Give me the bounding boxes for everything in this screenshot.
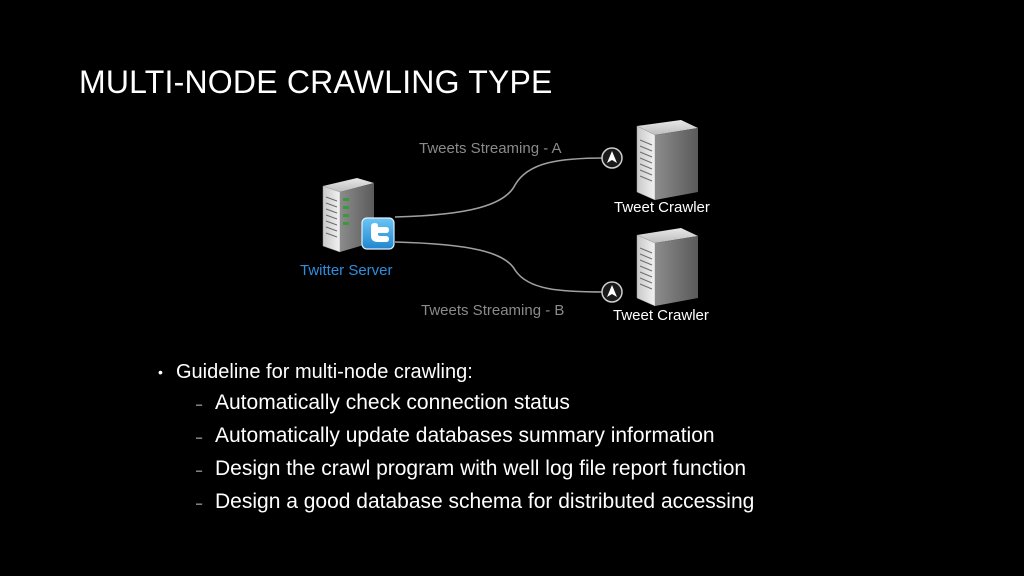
stream-a-label: Tweets Streaming - A: [419, 140, 562, 157]
sub-bullet-text: Design a good database schema for distri…: [215, 490, 755, 513]
sub-bullet: – Automatically update databases summary…: [158, 421, 978, 454]
tweet-crawler-a-icon: [636, 120, 698, 201]
sub-bullet-text: Automatically check connection status: [215, 391, 570, 414]
stream-line-a: [394, 157, 606, 218]
twitter-bird-icon: [361, 217, 395, 250]
dash-icon: –: [196, 498, 203, 510]
slide-title: MULTI-NODE CRAWLING TYPE: [79, 64, 553, 100]
twitter-server-label: Twitter Server: [300, 262, 393, 279]
main-bullet-text: Guideline for multi-node crawling:: [176, 361, 473, 383]
sub-bullet: – Automatically check connection status: [158, 388, 978, 421]
stream-b-endpoint-icon: [601, 281, 623, 303]
sub-bullet-text: Automatically update databases summary i…: [215, 424, 715, 447]
tweet-crawler-b-icon: [636, 228, 698, 307]
stream-line-b: [394, 241, 606, 293]
bullet-dot-icon: •: [158, 364, 163, 380]
stream-a-endpoint-icon: [601, 147, 623, 169]
sub-bullet: – Design the crawl program with well log…: [158, 454, 978, 487]
dash-icon: –: [196, 432, 203, 444]
tweet-crawler-b-label: Tweet Crawler: [613, 307, 709, 324]
tweet-crawler-a-label: Tweet Crawler: [614, 199, 710, 216]
bullet-list: • Guideline for multi-node crawling: – A…: [158, 358, 978, 520]
stream-b-label: Tweets Streaming - B: [421, 302, 565, 319]
sub-bullet-text: Design the crawl program with well log f…: [215, 457, 747, 480]
dash-icon: –: [196, 465, 203, 477]
sub-bullet: – Design a good database schema for dist…: [158, 487, 978, 520]
main-bullet: • Guideline for multi-node crawling:: [158, 358, 978, 388]
dash-icon: –: [196, 399, 203, 411]
